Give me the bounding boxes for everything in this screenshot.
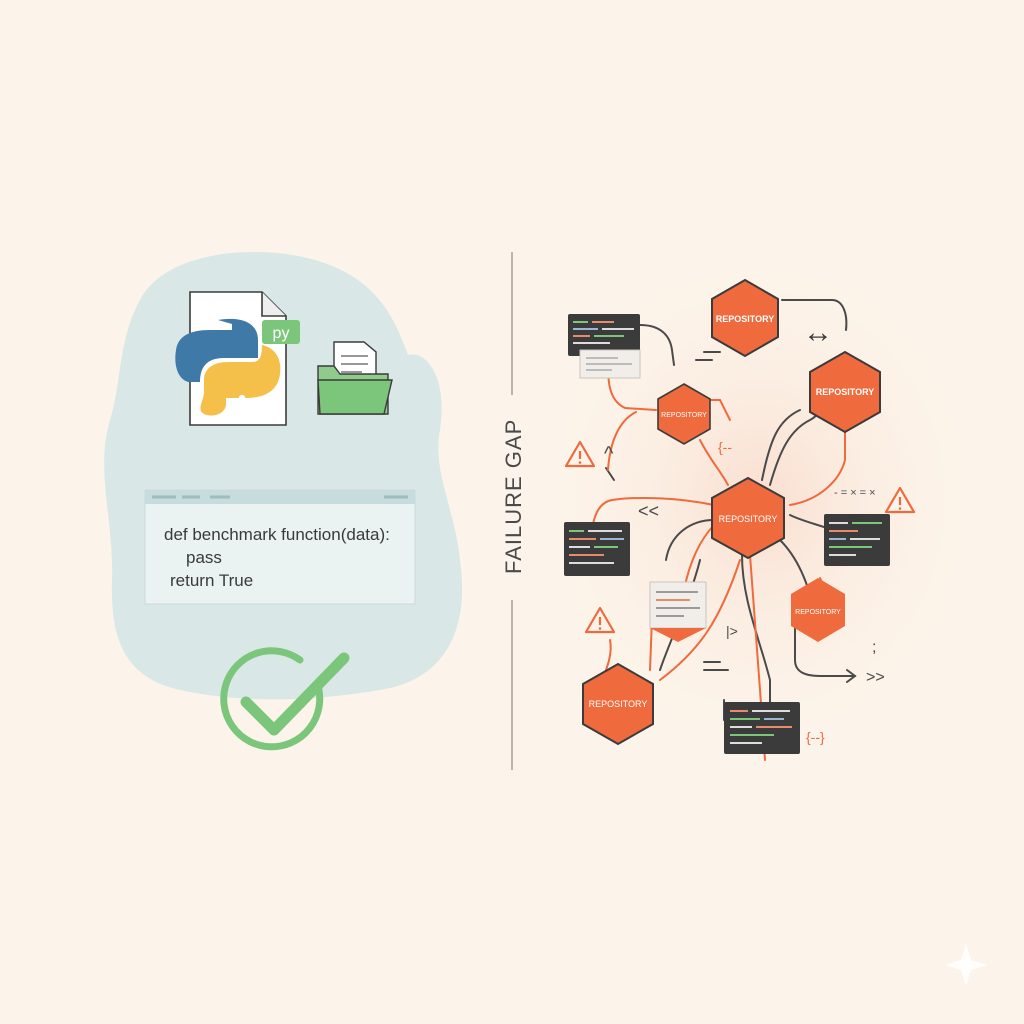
code-line-2: pass (186, 548, 222, 567)
failure-gap-divider: FAILURE GAP (501, 252, 526, 770)
code-window: def benchmark function(data): pass retur… (144, 489, 416, 605)
repo-hex-center-label: REPOSITORY (719, 514, 778, 524)
repo-hex-lower-left-label: REPOSITORY (589, 699, 648, 709)
py-extension-badge: py (273, 325, 290, 342)
warning-triangle-icon (564, 440, 596, 468)
code-snippet-card-mid-left (564, 522, 630, 576)
repo-hex-top-label: REPOSITORY (716, 314, 775, 324)
double-arrow-symbol: ↔ (803, 316, 833, 349)
code-snippet-card-bottom (724, 702, 800, 754)
note-card-top-left (579, 349, 641, 379)
marker-bar-symbol: |> (726, 623, 738, 639)
repo-hex-upper-right: REPOSITORY (809, 350, 881, 434)
right-panel: REPOSITORY REPOSITORY REPOSITORY REPOSIT… (520, 230, 1000, 770)
repo-hex-upper-left: REPOSITORY (657, 383, 711, 445)
repo-hex-upper-right-label: REPOSITORY (816, 387, 875, 397)
warning-triangle-icon (884, 486, 916, 514)
green-checkmark-icon (220, 647, 350, 751)
repo-hex-upper-left-label: REPOSITORY (661, 412, 707, 419)
warning-triangle-icon (584, 606, 616, 634)
repo-hex-lower-left: REPOSITORY (582, 662, 654, 746)
sparkle-icon (945, 944, 987, 986)
py-extension-badge-bg (262, 320, 300, 344)
dash-marks-symbol: - = × = × (834, 487, 876, 499)
python-logo-icon (175, 318, 281, 416)
chevrons-left-symbol: << (638, 501, 659, 521)
braces-symbol-lower: {--} (806, 729, 825, 745)
dash-decorations (695, 351, 729, 671)
python-file: py (175, 291, 300, 426)
code-line-3: return True (170, 571, 253, 590)
code-snippet-card-right (824, 514, 890, 566)
braces-symbol-upper: {-- (718, 439, 732, 455)
repo-hex-top: REPOSITORY (711, 278, 779, 358)
repo-hex-lower-right: REPOSITORY (791, 578, 845, 642)
note-card-center (649, 581, 707, 642)
open-folder-icon (317, 341, 393, 415)
left-panel: py def benchmark function(data): pass re… (104, 251, 463, 751)
code-snippet-card-top-left (568, 314, 640, 356)
code-window-titlebar (145, 490, 415, 504)
caret-up-symbol: ^ (604, 443, 614, 465)
python-file-corner (261, 292, 286, 317)
code-line-1: def benchmark function(data): (164, 525, 390, 544)
semicolon-symbol: ; (872, 639, 876, 656)
chevrons-right-symbol: >> (866, 669, 885, 686)
repo-hex-lower-right-label: REPOSITORY (795, 609, 841, 616)
repo-hex-center: REPOSITORY (711, 476, 785, 560)
